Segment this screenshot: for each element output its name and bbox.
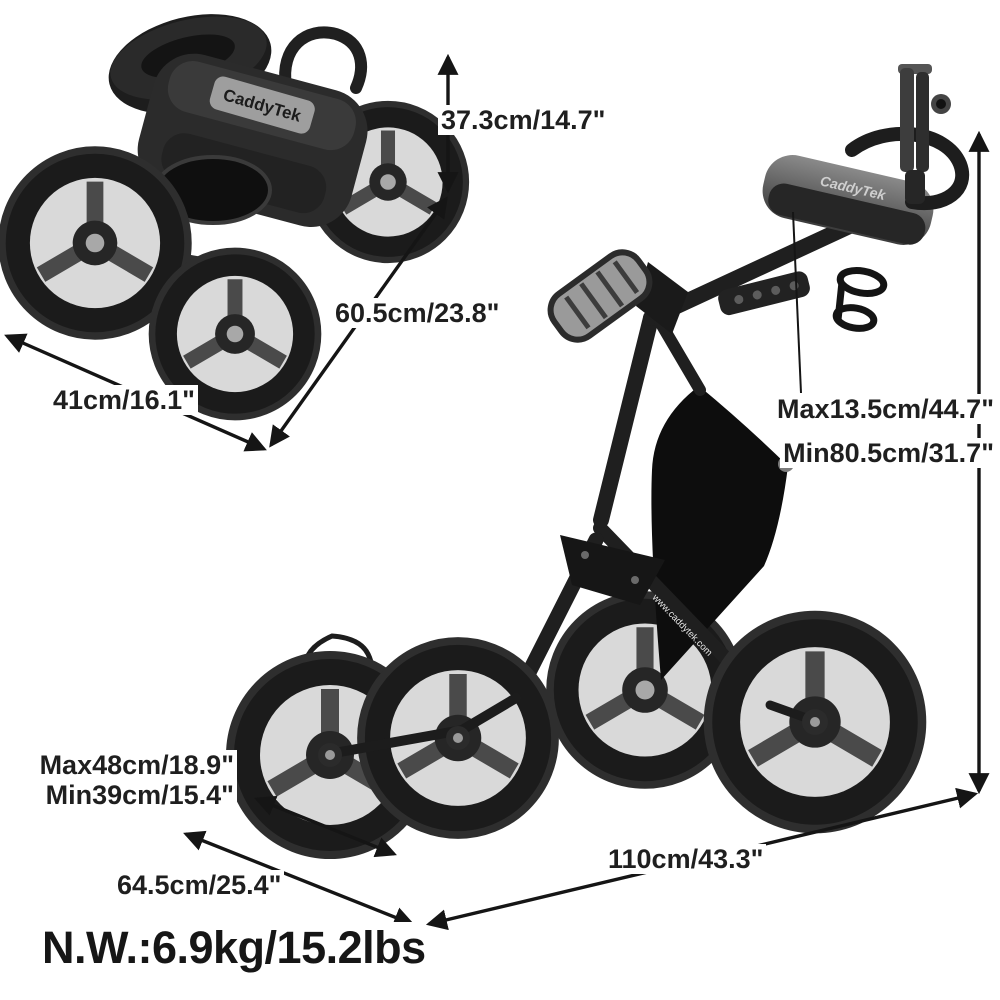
folded-handle-loop — [279, 26, 368, 94]
hub-center — [810, 717, 820, 727]
dimension-label-folded-width: 41cm/16.1" — [50, 385, 198, 416]
bag-rest-pad — [547, 249, 653, 343]
dimension-label-height-max: Max13.5cm/44.7" — [774, 394, 997, 425]
bottle-cage — [832, 267, 888, 332]
leader-line-handle-height — [792, 211, 802, 394]
dimension-label-folded-depth: 60.5cm/23.8" — [332, 298, 503, 329]
front-column-upper — [593, 310, 659, 528]
handle-console: CaddyTek — [762, 155, 934, 245]
net-weight-label: N.W.:6.9kg/15.2lbs — [42, 922, 426, 974]
arrow-base-depth — [183, 830, 415, 928]
bag-support-tube — [654, 316, 706, 396]
dimension-label-track-max: Max48cm/18.9" — [36, 750, 237, 781]
hub-center — [453, 733, 463, 743]
dimension-label-track-min: Min39cm/15.4" — [42, 780, 237, 811]
dimension-label-base-depth: 64.5cm/25.4" — [114, 870, 285, 901]
hub-center — [325, 750, 335, 760]
dimension-label-folded-height: 37.3cm/14.7" — [438, 105, 609, 136]
handle-grip-loop — [845, 126, 969, 211]
umbrella-holder — [898, 64, 951, 204]
height-adjust-clamp — [718, 271, 810, 316]
bolt — [631, 576, 639, 584]
dimension-label-length: 110cm/43.3" — [605, 844, 767, 875]
dimension-label-height-min: Min80.5cm/31.7" — [780, 438, 997, 469]
assembled-cart-image: CaddyTek — [230, 64, 969, 855]
arrow-front-track — [254, 795, 397, 858]
bolt — [581, 551, 589, 559]
